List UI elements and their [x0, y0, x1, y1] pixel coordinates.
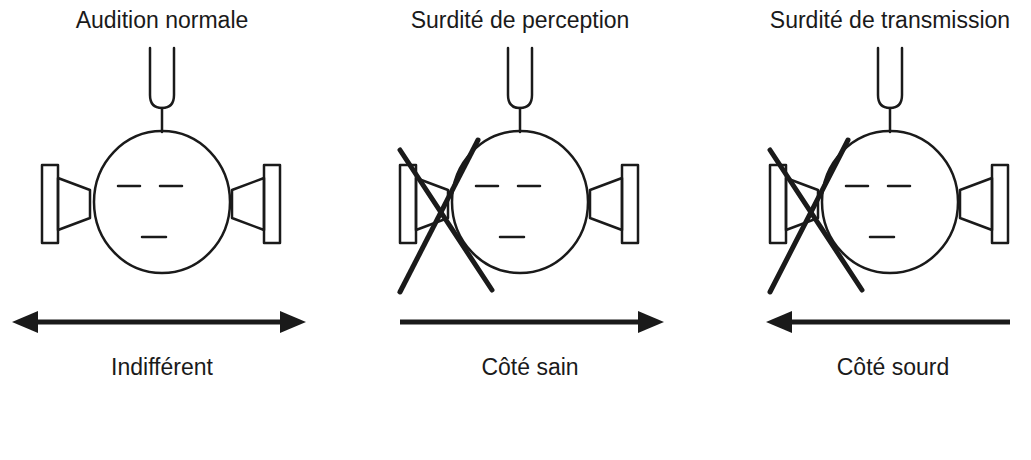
panel-title: Audition normale — [76, 8, 249, 33]
panel-title: Surdité de transmission — [770, 8, 1010, 33]
result-caption: Indifférent — [111, 355, 213, 380]
arrow-heads — [12, 311, 792, 333]
panel-title: Surdité de perception — [411, 8, 630, 33]
head-perception — [400, 48, 638, 273]
result-caption: Côté sain — [481, 355, 578, 380]
lateralisation-arrows — [34, 320, 1010, 325]
head-normal — [42, 48, 280, 273]
cross-marks — [400, 140, 862, 292]
head-transmission — [770, 48, 1008, 273]
result-caption: Côté sourd — [837, 355, 950, 380]
